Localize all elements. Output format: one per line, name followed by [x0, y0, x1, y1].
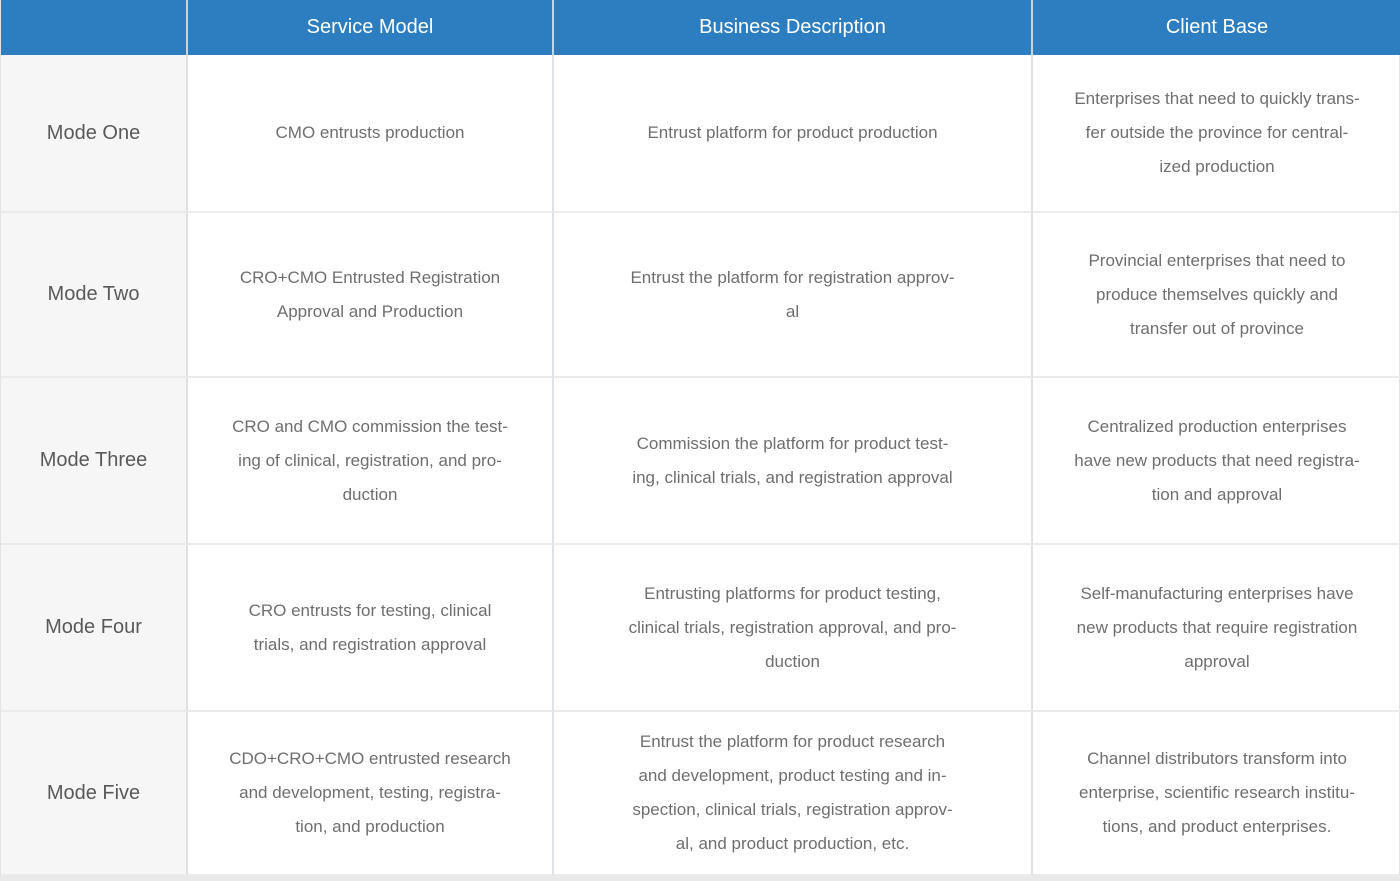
row-2-client-base-cell: Provincial enterprises that need to prod… — [1033, 213, 1400, 378]
row-5-service-model-cell: CDO+CRO+CMO entrusted research and devel… — [188, 712, 554, 876]
header-cell-empty — [1, 0, 188, 55]
row-1-client-base-cell: Enterprises that need to quickly trans- … — [1033, 55, 1400, 213]
row-4-service-model-cell: CRO entrusts for testing, clinical trial… — [188, 545, 554, 712]
row-3-business-description-cell: Commission the platform for product test… — [554, 378, 1033, 545]
row-3-client-base-cell: Centralized production enterprises have … — [1033, 378, 1400, 545]
row-1-service-model-cell: CMO entrusts production — [188, 55, 554, 213]
row-4-client-base-cell: Self-manufacturing enterprises have new … — [1033, 545, 1400, 712]
header-cell-business-description: Business Description — [554, 0, 1033, 55]
row-3-mode-label: Mode Three — [1, 378, 188, 545]
row-5-business-description-cell: Entrust the platform for product researc… — [554, 712, 1033, 876]
row-2-mode-label: Mode Two — [1, 213, 188, 378]
row-1-business-description-cell: Entrust platform for product production — [554, 55, 1033, 213]
row-4-business-description-cell: Entrusting platforms for product testing… — [554, 545, 1033, 712]
row-5-client-base-cell: Channel distributors transform into ente… — [1033, 712, 1400, 876]
row-5-mode-label: Mode Five — [1, 712, 188, 876]
header-cell-service-model: Service Model — [188, 0, 554, 55]
header-cell-client-base: Client Base — [1033, 0, 1400, 55]
row-2-service-model-cell: CRO+CMO Entrusted Registration Approval … — [188, 213, 554, 378]
row-3-service-model-cell: CRO and CMO commission the test- ing of … — [188, 378, 554, 545]
row-2-business-description-cell: Entrust the platform for registration ap… — [554, 213, 1033, 378]
row-4-mode-label: Mode Four — [1, 545, 188, 712]
row-1-mode-label: Mode One — [1, 55, 188, 213]
